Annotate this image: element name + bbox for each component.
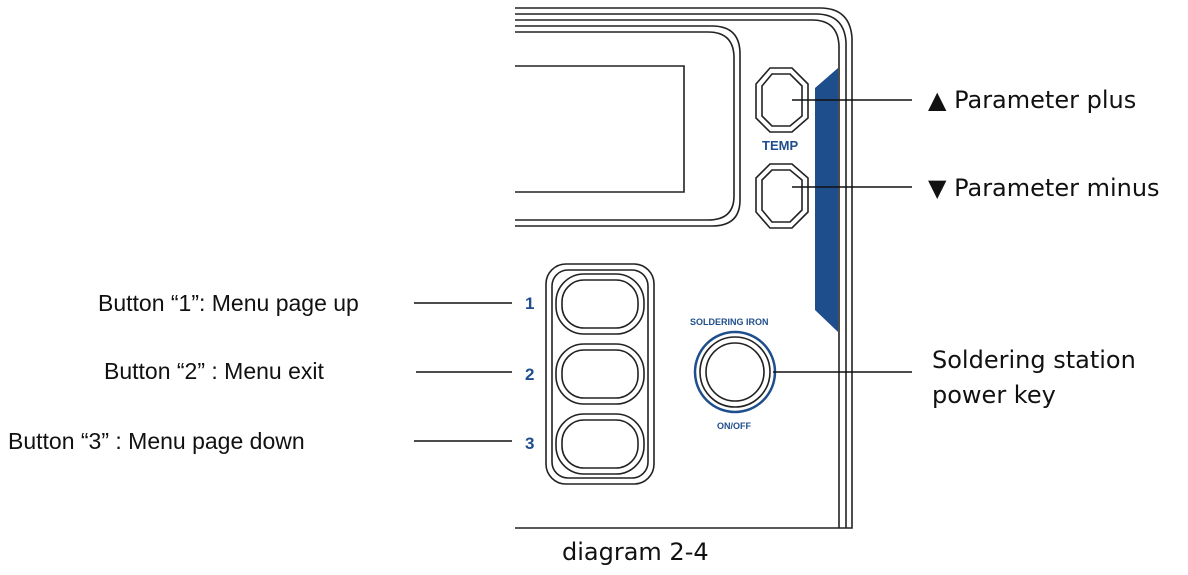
panel-housing — [515, 7, 853, 529]
callout-power-line-1: Soldering station — [932, 346, 1136, 374]
menu-button-1[interactable] — [555, 273, 645, 335]
button-number-2: 2 — [525, 365, 535, 384]
menu-button-bezel — [545, 263, 655, 485]
button-number-3: 3 — [525, 434, 535, 453]
menu-button-2[interactable] — [555, 343, 645, 405]
callout-button-3: Button “3” : Menu page down — [8, 428, 305, 454]
leader-lines — [414, 99, 912, 442]
button-number-1: 1 — [525, 294, 535, 313]
callout-parameter-plus: ▲ Parameter plus — [928, 86, 1137, 114]
power-key[interactable] — [693, 330, 777, 414]
callout-power-line-2: power key — [932, 381, 1056, 409]
onoff-label: ON/OFF — [717, 421, 751, 431]
lcd-display — [515, 25, 741, 227]
menu-button-3[interactable] — [555, 413, 645, 475]
soldering-iron-label: SOLDERING IRON — [690, 317, 769, 327]
temp-down-button[interactable] — [755, 163, 809, 229]
callout-button-1: Button “1”: Menu page up — [98, 290, 359, 316]
callout-parameter-minus: ▼ Parameter minus — [928, 174, 1160, 202]
callout-button-2: Button “2” : Menu exit — [104, 358, 324, 384]
blue-accent-strip — [815, 68, 838, 332]
temp-label: TEMP — [762, 138, 799, 153]
temp-up-button[interactable] — [755, 67, 809, 133]
diagram-caption: diagram 2-4 — [562, 538, 709, 566]
